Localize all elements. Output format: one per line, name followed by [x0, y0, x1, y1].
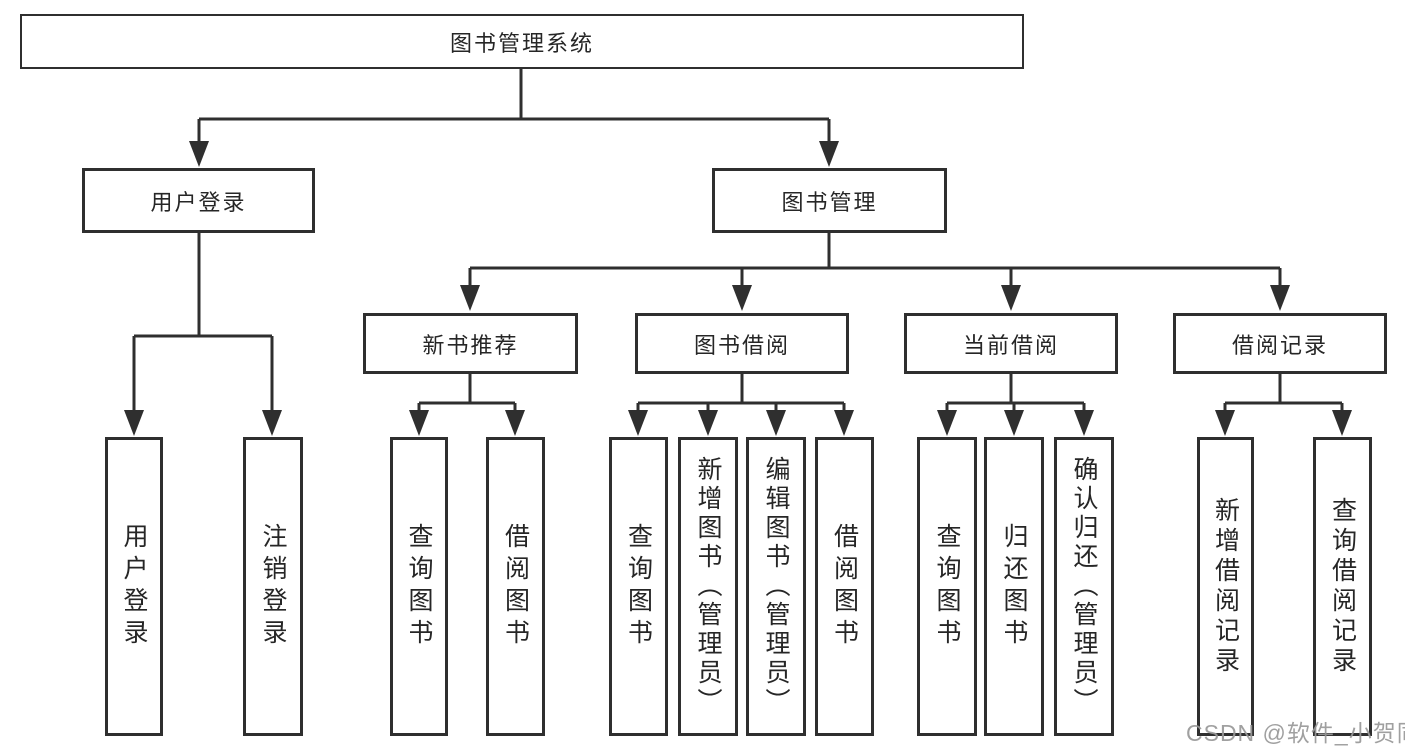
node-borrowing-records: 借阅记录: [1173, 313, 1387, 374]
node-label: 图书借阅: [693, 332, 790, 358]
node-label: 图书管理系统: [449, 30, 594, 56]
node-label: 确认归还（管理员）: [1070, 456, 1098, 717]
leaf-logout-login: 注销登录: [243, 437, 303, 736]
node-label: 借阅图书: [830, 522, 859, 651]
node-label: 查询图书: [624, 522, 653, 651]
node-library-management-system: 图书管理系统: [20, 14, 1024, 69]
node-label: 借阅图书: [501, 522, 530, 651]
node-label: 用户登录: [120, 522, 148, 651]
node-label: 归还图书: [1000, 522, 1028, 651]
leaf-bb-add-books-admin: 新增图书（管理员）: [678, 437, 738, 736]
arrowheads: [124, 141, 1352, 436]
node-label: 查询图书: [405, 522, 433, 651]
watermark: CSDN @软件_小贺同学: [1186, 720, 1405, 746]
node-label: 用户登录: [150, 189, 247, 215]
node-label: 查询借阅记录: [1328, 496, 1357, 677]
node-label: 图书管理: [781, 189, 878, 215]
node-label: 新增借阅记录: [1211, 496, 1240, 677]
leaf-user-login: 用户登录: [105, 437, 163, 736]
node-label: 查询图书: [933, 522, 961, 651]
node-current-borrowing: 当前借阅: [904, 313, 1118, 374]
node-label: 借阅记录: [1231, 332, 1328, 358]
leaf-bb-query-books: 查询图书: [609, 437, 668, 736]
node-new-book-recommendation: 新书推荐: [363, 313, 578, 374]
node-label: 编辑图书（管理员）: [762, 456, 790, 717]
leaf-nbr-query-books: 查询图书: [390, 437, 448, 736]
node-user-login: 用户登录: [82, 168, 315, 233]
leaf-br-query-borrow-record: 查询借阅记录: [1313, 437, 1372, 736]
leaf-cb-confirm-return-admin: 确认归还（管理员）: [1054, 437, 1114, 736]
leaf-bb-borrow-books: 借阅图书: [815, 437, 874, 736]
node-label: 新书推荐: [422, 332, 519, 358]
node-label: 新增图书（管理员）: [694, 456, 722, 717]
node-book-management: 图书管理: [712, 168, 947, 233]
node-label: 注销登录: [259, 522, 287, 651]
connector-paths: [132, 69, 1344, 414]
leaf-nbr-borrow-books: 借阅图书: [486, 437, 545, 736]
leaf-br-add-borrow-record: 新增借阅记录: [1197, 437, 1254, 736]
leaf-cb-return-books: 归还图书: [984, 437, 1044, 736]
leaf-bb-edit-books-admin: 编辑图书（管理员）: [746, 437, 806, 736]
node-label: 当前借阅: [962, 332, 1059, 358]
node-book-borrowing: 图书借阅: [635, 313, 849, 374]
leaf-cb-query-books: 查询图书: [917, 437, 977, 736]
